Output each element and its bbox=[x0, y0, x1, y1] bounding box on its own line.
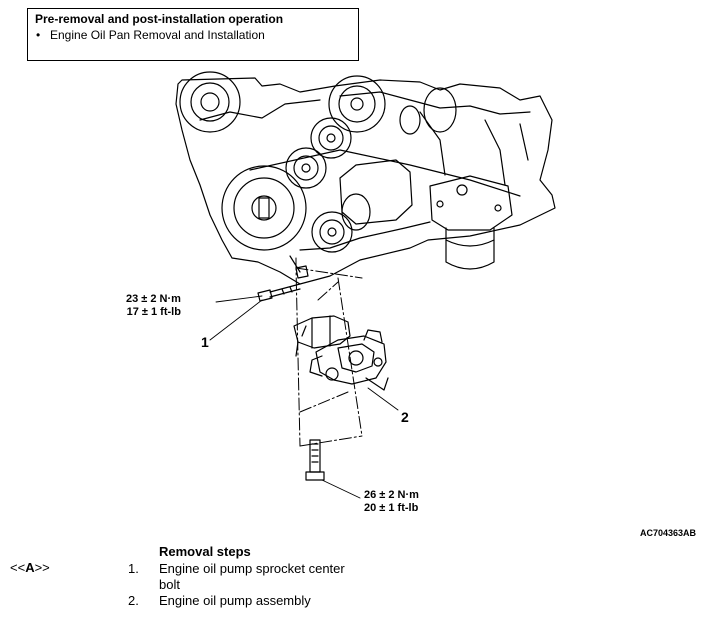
torque-spec-bottom: 26 ± 2 N·m 20 ± 1 ft-lb bbox=[364, 489, 419, 515]
callout-1: 1 bbox=[201, 334, 209, 350]
torque-bottom-imperial: 20 ± 1 ft-lb bbox=[364, 502, 419, 514]
engine-block bbox=[175, 77, 556, 285]
ref-open: << bbox=[10, 560, 26, 575]
pre-removal-title: Pre-removal and post-installation operat… bbox=[35, 12, 284, 26]
service-point-ref: <<A>> bbox=[10, 560, 50, 575]
pre-removal-item: • Engine Oil Pan Removal and Installation bbox=[35, 27, 358, 43]
step-number: 1. bbox=[128, 561, 139, 576]
torque-top-imperial: 17 ± 1 ft-lb bbox=[126, 306, 181, 318]
engine-housing bbox=[339, 159, 513, 270]
pre-removal-item-text: Engine Oil Pan Removal and Installation bbox=[50, 28, 265, 42]
step-text: Engine oil pump sprocket center bolt bbox=[159, 561, 345, 592]
pulleys bbox=[179, 71, 457, 253]
torque-bottom-metric: 26 ± 2 N·m bbox=[364, 489, 419, 501]
torque-top-metric: 23 ± 2 N·m bbox=[126, 293, 181, 305]
ref-letter: A bbox=[25, 560, 35, 575]
removal-step: 2. Engine oil pump assembly bbox=[128, 593, 359, 609]
leader-lines bbox=[209, 295, 399, 499]
step-text: Engine oil pump assembly bbox=[159, 593, 311, 608]
pre-removal-box: Pre-removal and post-installation operat… bbox=[27, 8, 359, 61]
torque-spec-top: 23 ± 2 N·m 17 ± 1 ft-lb bbox=[126, 293, 181, 319]
long-bolt bbox=[305, 439, 325, 481]
bullet-icon: • bbox=[36, 28, 41, 42]
figure-code: AC704363AB bbox=[640, 528, 697, 538]
ref-close: >> bbox=[34, 560, 50, 575]
step-number: 2. bbox=[128, 593, 139, 608]
oil-pump-assembly bbox=[293, 315, 389, 391]
removal-steps-title: Removal steps bbox=[159, 544, 251, 559]
removal-step: 1. Engine oil pump sprocket center bolt bbox=[128, 561, 359, 593]
sprocket-bolt bbox=[257, 265, 309, 302]
callout-2: 2 bbox=[401, 409, 409, 425]
